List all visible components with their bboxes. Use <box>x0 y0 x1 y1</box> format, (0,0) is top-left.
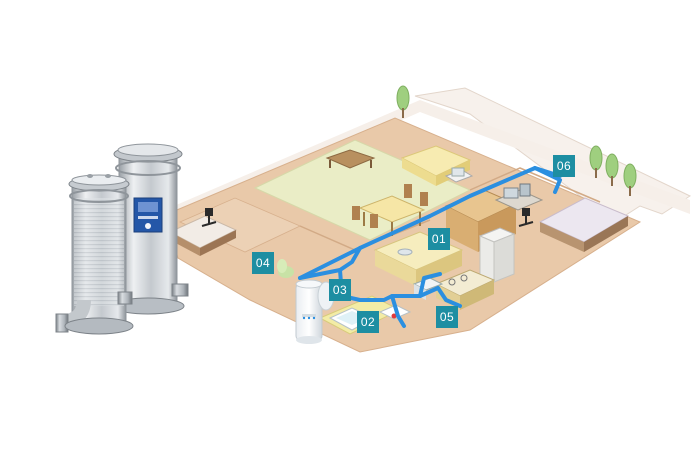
marker-03[interactable]: 03 <box>329 279 351 301</box>
marker-04[interactable]: 04 <box>252 252 274 274</box>
marker-02[interactable]: 02 <box>357 311 379 333</box>
marker-06[interactable]: 06 <box>553 155 575 177</box>
marker-05[interactable]: 05 <box>436 306 458 328</box>
tv-stand <box>444 167 474 183</box>
tree-icon <box>396 85 637 196</box>
dining-set <box>352 184 428 236</box>
marker-01[interactable]: 01 <box>428 228 450 250</box>
water-tank <box>295 279 335 344</box>
outer-terrace <box>160 87 692 223</box>
refrigerator <box>478 227 516 283</box>
plant-icon <box>277 259 294 278</box>
stainless-unit-front <box>55 174 134 335</box>
low-table <box>325 149 376 169</box>
water-pipes <box>298 166 562 328</box>
office-desk <box>494 183 544 211</box>
stainless-unit-back <box>111 143 189 315</box>
right-bed <box>538 197 630 252</box>
office-chair-icon <box>201 208 534 227</box>
